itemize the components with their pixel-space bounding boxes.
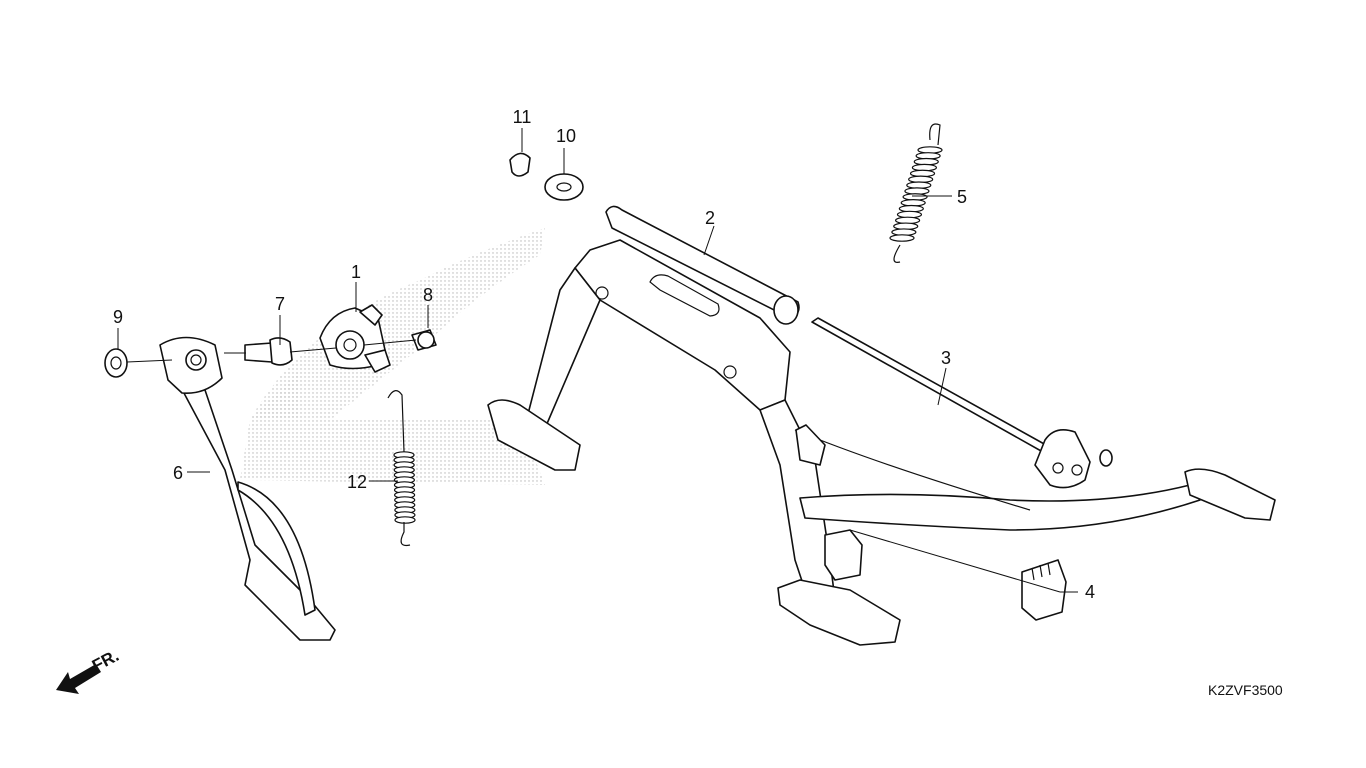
switch-bolt bbox=[411, 329, 437, 351]
pivot-bolt bbox=[244, 337, 293, 366]
callout-12: 12 bbox=[347, 472, 367, 492]
spring-coil bbox=[889, 234, 915, 242]
callout-10: 10 bbox=[556, 126, 576, 146]
side-stand bbox=[159, 336, 336, 641]
side-stand-spring bbox=[387, 390, 416, 547]
callout-6: 6 bbox=[173, 463, 183, 483]
side-stand-switch bbox=[319, 304, 391, 373]
callout-9: 9 bbox=[113, 307, 123, 327]
callout-3: 3 bbox=[941, 348, 951, 368]
leader-lines bbox=[117, 128, 1078, 593]
pivot-shaft bbox=[811, 317, 1113, 489]
callout-2: 2 bbox=[705, 208, 715, 228]
callout-5: 5 bbox=[957, 187, 967, 207]
callout-4: 4 bbox=[1085, 582, 1095, 602]
nut-9 bbox=[104, 348, 128, 378]
callout-1: 1 bbox=[351, 262, 361, 282]
callout-11: 11 bbox=[513, 107, 532, 127]
washer bbox=[544, 173, 584, 201]
callout-8: 8 bbox=[423, 285, 433, 305]
honda-watermark bbox=[240, 228, 545, 485]
front-arrow-icon bbox=[56, 664, 101, 694]
diagram-code: K2ZVF3500 bbox=[1208, 682, 1283, 698]
callout-7: 7 bbox=[275, 294, 285, 314]
front-direction-indicator: FR. bbox=[56, 646, 122, 694]
spring-coil bbox=[394, 516, 416, 524]
main-stand bbox=[487, 205, 1276, 646]
main-stand-spring bbox=[889, 123, 943, 263]
rubber-stopper bbox=[1021, 559, 1067, 621]
clip bbox=[509, 152, 531, 177]
